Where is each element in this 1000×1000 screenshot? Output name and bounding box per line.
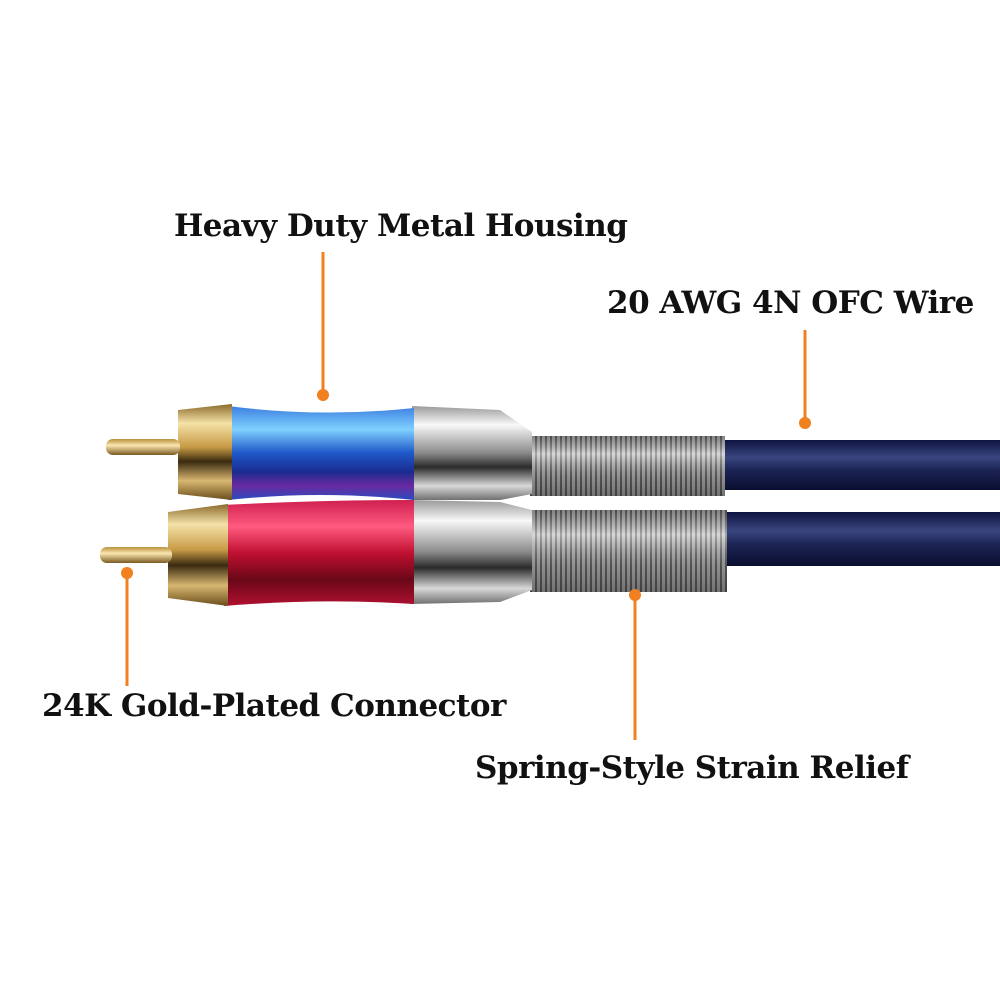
metal-sleeve-top [412, 406, 532, 500]
metal-sleeve-bottom [410, 500, 532, 604]
callout-wire-label: 20 AWG 4N OFC Wire [607, 285, 974, 321]
cable-bottom [722, 512, 1000, 566]
callout-housing-label: Heavy Duty Metal Housing [174, 208, 628, 244]
pin-top [106, 439, 180, 455]
callout-lines [121, 252, 811, 740]
housing-top [228, 406, 414, 500]
connector-top [106, 404, 1000, 500]
pin-bottom [100, 547, 172, 563]
cable-top [720, 440, 1000, 490]
callout-connector-label: 24K Gold-Plated Connector [42, 688, 506, 724]
gold-collar-top [178, 404, 232, 500]
gold-collar-bottom [168, 504, 228, 606]
callout-strain-relief-label: Spring-Style Strain Relief [475, 750, 909, 786]
connector-bottom [100, 500, 1000, 606]
housing-bottom [222, 500, 414, 606]
